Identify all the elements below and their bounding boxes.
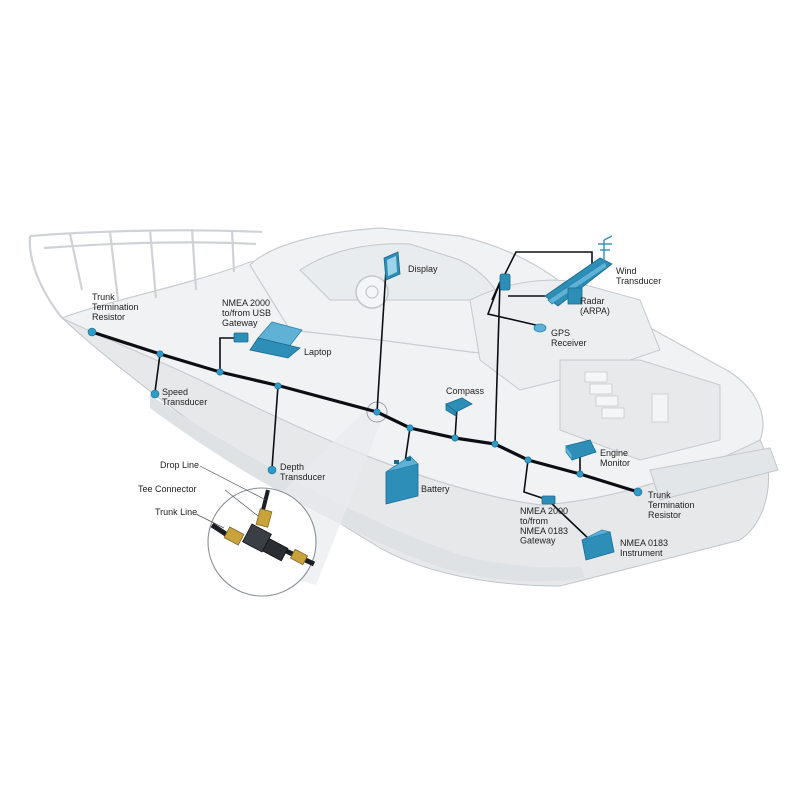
trunk-term-right-line-3: Resistor xyxy=(648,510,681,520)
nmea0183-instrument-icon xyxy=(581,529,615,561)
inst-0183-line-2: Instrument xyxy=(620,548,663,558)
tee-line-1: Tee Connector xyxy=(138,484,197,494)
label-tee: Tee Connector xyxy=(138,484,197,494)
trunk-term-left-line-1: Trunk xyxy=(92,292,115,302)
laptop-line-1: Laptop xyxy=(304,347,332,357)
engine-line-2: Monitor xyxy=(600,458,630,468)
usb-gateway-line-3: Gateway xyxy=(222,318,258,328)
speed-transducer-icon xyxy=(150,389,160,399)
radar-line-1: Radar xyxy=(580,296,605,306)
speed-line-2: Transducer xyxy=(162,397,207,407)
gw-0183-line-4: Gateway xyxy=(520,536,556,546)
usb-gateway-icon xyxy=(233,332,249,343)
tee-gateway xyxy=(524,456,532,464)
transom-door xyxy=(651,393,669,423)
detail-magnifier xyxy=(207,401,388,597)
label-compass: Compass xyxy=(446,386,485,396)
trunk-term-right-line-2: Termination xyxy=(648,500,695,510)
depth-line-1: Depth xyxy=(280,462,304,472)
wind-transducer-icon xyxy=(598,235,613,262)
drop-usb-gateway xyxy=(219,337,240,372)
usb-gateway-line-2: to/from USB xyxy=(222,308,271,318)
drop-battery xyxy=(404,427,411,463)
boat-illustration xyxy=(28,227,779,587)
tee-radar xyxy=(491,440,499,448)
gps-line-1: GPS xyxy=(551,328,570,338)
drop-line-line-1: Drop Line xyxy=(160,460,199,470)
label-trunk-line: Trunk Line xyxy=(155,507,197,517)
label-radar: Radar(ARPA) xyxy=(580,296,610,316)
stairs xyxy=(584,371,625,419)
drop-gps xyxy=(486,281,541,327)
gw-0183-line-1: NMEA 2000 xyxy=(520,506,568,516)
tee-speed xyxy=(156,350,164,358)
drop-compass xyxy=(454,407,458,439)
trunk-terminator-right xyxy=(633,487,643,497)
trunk-terminator-left xyxy=(87,327,97,337)
tee-engine xyxy=(576,470,584,478)
wind-line-1: Wind xyxy=(616,266,637,276)
tee-battery xyxy=(406,424,414,432)
drop-speed xyxy=(154,353,161,393)
display-line-1: Display xyxy=(408,264,438,274)
wind-line-2: Transducer xyxy=(616,276,661,286)
drop-display xyxy=(376,269,387,413)
inst-0183-line-1: NMEA 0183 xyxy=(620,538,668,548)
drop-gateway-0183 xyxy=(523,459,591,541)
tee-display xyxy=(373,408,381,416)
drop-depth xyxy=(271,385,279,469)
label-laptop: Laptop xyxy=(304,347,332,357)
gw-0183-line-3: NMEA 0183 xyxy=(520,526,568,536)
engine-line-1: Engine xyxy=(600,448,628,458)
swim-platform xyxy=(649,447,779,501)
trunk-line-line-1: Trunk Line xyxy=(155,507,197,517)
laptop-icon xyxy=(249,321,303,359)
trunk-term-left-line-2: Termination xyxy=(92,302,139,312)
compass-line-1: Compass xyxy=(446,386,485,396)
compass-icon xyxy=(445,397,473,417)
radar-icon xyxy=(544,257,613,307)
depth-line-2: Transducer xyxy=(280,472,325,482)
leader-lines xyxy=(195,465,267,529)
label-drop-line: Drop Line xyxy=(160,460,199,470)
gps-line-2: Receiver xyxy=(551,338,587,348)
radar-line-2: (ARPA) xyxy=(580,306,610,316)
depth-transducer-icon xyxy=(267,465,277,475)
speed-line-1: Speed xyxy=(162,387,188,397)
bow-railing xyxy=(28,228,263,319)
engine-monitor-icon xyxy=(565,439,597,462)
display-icon xyxy=(383,251,401,281)
gw-0183-line-2: to/from xyxy=(520,516,548,526)
tee-depth xyxy=(274,382,282,390)
devices xyxy=(233,235,615,561)
helm-wheel xyxy=(355,275,389,309)
tee-usb xyxy=(216,368,224,376)
trunk-term-left-line-3: Resistor xyxy=(92,312,125,322)
tee-compass xyxy=(451,434,459,442)
gps-receiver-icon xyxy=(499,273,547,333)
trunk-term-right-line-1: Trunk xyxy=(648,490,671,500)
label-battery: Battery xyxy=(421,484,450,494)
label-display: Display xyxy=(408,264,438,274)
nmea0183-gateway-icon xyxy=(541,495,556,505)
usb-gateway-line-1: NMEA 2000 xyxy=(222,298,270,308)
battery-icon xyxy=(385,455,419,505)
tee-connector-detail xyxy=(210,489,316,567)
battery-line-1: Battery xyxy=(421,484,450,494)
